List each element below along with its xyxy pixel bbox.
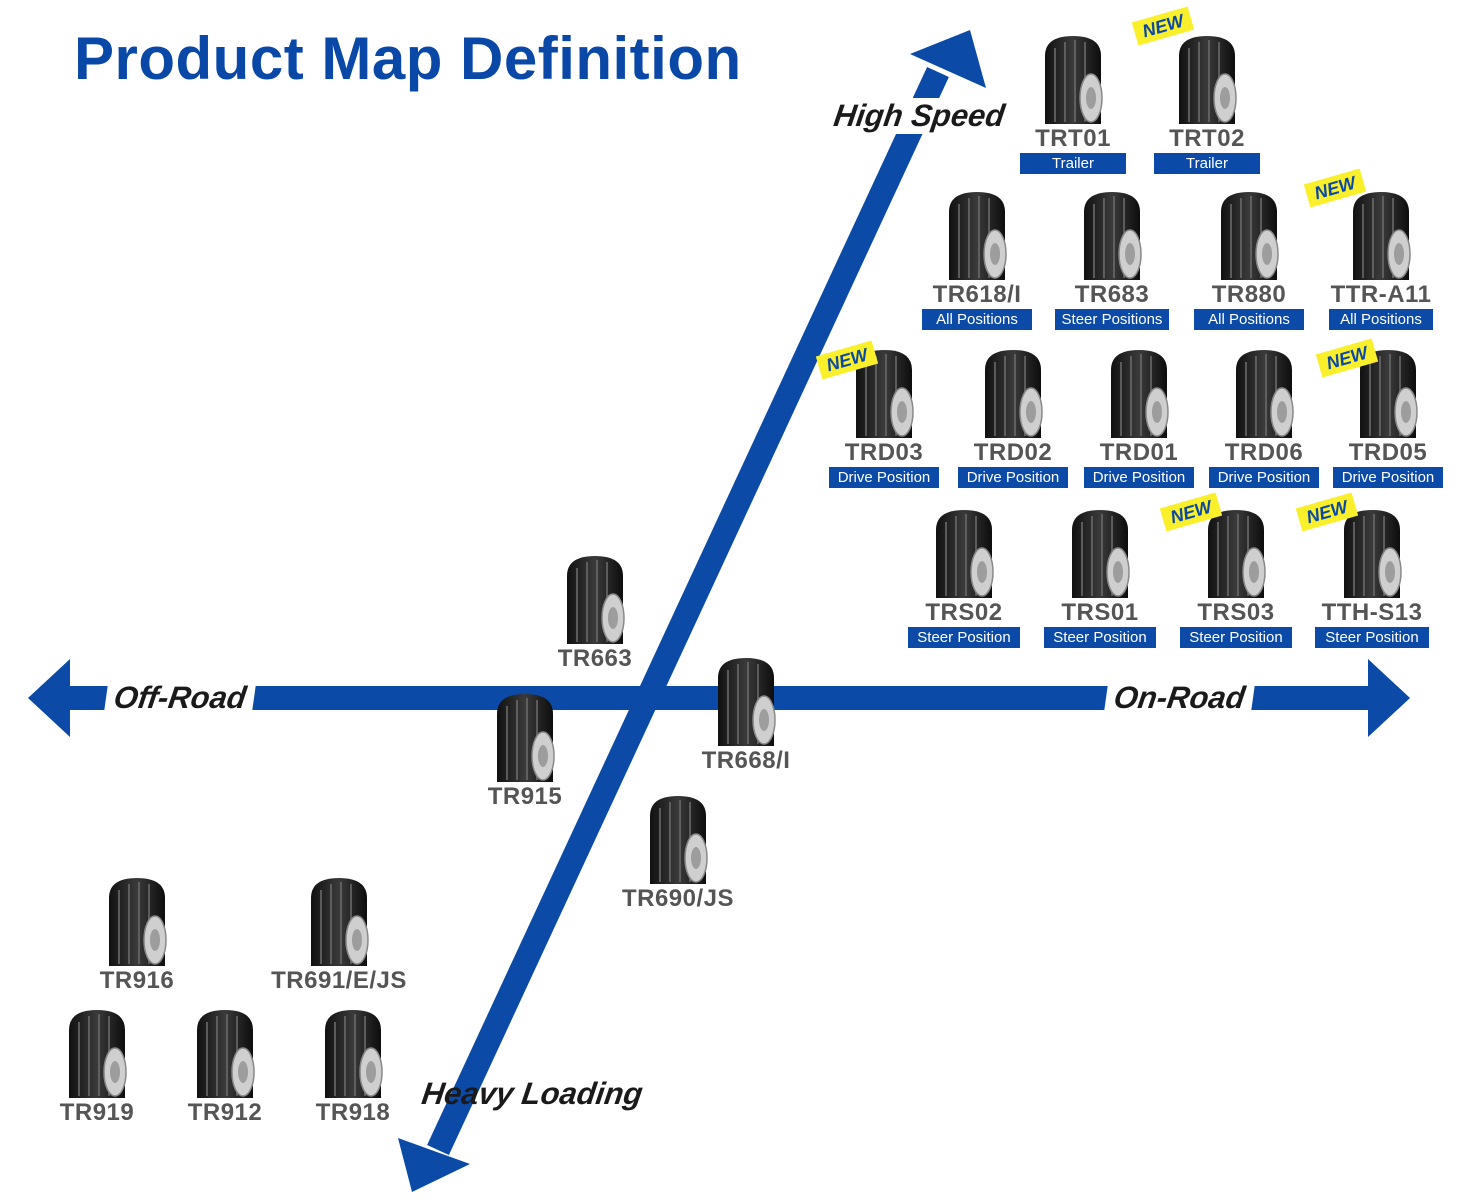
- product-code: TRD05: [1348, 439, 1428, 466]
- position-tag: Steer Positions: [1055, 309, 1169, 330]
- product-tile[interactable]: TR683 Steer Positions: [1055, 190, 1169, 330]
- axis-label-high-speed: High Speed: [823, 98, 1016, 134]
- product-code: TR668/I: [701, 747, 791, 774]
- product-code: TRD06: [1224, 439, 1304, 466]
- product-code: TRD03: [844, 439, 924, 466]
- position-tag: All Positions: [922, 309, 1032, 330]
- tire-icon: [86, 876, 188, 968]
- product-tile[interactable]: TR691/E/JS: [254, 876, 424, 994]
- position-tag: All Positions: [1194, 309, 1304, 330]
- position-tag: Drive Position: [1333, 467, 1443, 488]
- product-code: TR916: [99, 967, 175, 994]
- heavy-loading-arrowhead: [398, 1138, 470, 1192]
- product-tile[interactable]: TRD01 Drive Position: [1084, 348, 1194, 488]
- position-tag: Drive Position: [1209, 467, 1319, 488]
- product-tile[interactable]: TR668/I: [690, 656, 802, 774]
- product-code: TTH-S13: [1321, 599, 1423, 626]
- axis-label-on-road: On-Road: [1103, 680, 1256, 716]
- tire-icon: [1209, 348, 1319, 440]
- tire-icon: [1333, 348, 1443, 440]
- product-code: TR919: [59, 1099, 135, 1126]
- tire-icon: [1308, 508, 1436, 600]
- product-code: TRS03: [1197, 599, 1275, 626]
- product-tile[interactable]: TR915: [474, 692, 576, 810]
- diagonal-axis: [398, 30, 986, 1192]
- tire-icon: [474, 692, 576, 784]
- product-code: TRD02: [973, 439, 1053, 466]
- position-tag: Trailer: [1154, 153, 1260, 174]
- product-code: TR915: [487, 783, 563, 810]
- tire-icon: [829, 348, 939, 440]
- page-title: Product Map Definition: [74, 25, 742, 92]
- tire-icon: [1055, 190, 1169, 282]
- product-code: TR683: [1074, 281, 1150, 308]
- tire-icon: [176, 1008, 274, 1100]
- product-tile[interactable]: TTH-S13 Steer Position: [1308, 508, 1436, 648]
- product-code: TR690/JS: [621, 885, 735, 912]
- product-tile[interactable]: TRS01 Steer Position: [1044, 508, 1156, 648]
- product-tile[interactable]: TR663: [544, 554, 646, 672]
- position-tag: Steer Position: [1315, 627, 1429, 648]
- position-tag: Steer Position: [1180, 627, 1292, 648]
- product-tile[interactable]: TRD06 Drive Position: [1209, 348, 1319, 488]
- product-code: TRD01: [1099, 439, 1179, 466]
- tire-icon: [304, 1008, 402, 1100]
- product-tile[interactable]: TR690/JS: [608, 794, 748, 912]
- product-code: TRT02: [1169, 125, 1245, 152]
- product-code: TR618/I: [932, 281, 1022, 308]
- tire-icon: [1020, 34, 1126, 126]
- product-tile[interactable]: TRS02 Steer Position: [908, 508, 1020, 648]
- product-tile[interactable]: TR880 All Positions: [1194, 190, 1304, 330]
- product-code: TTR-A11: [1330, 281, 1432, 308]
- axis-label-off-road: Off-Road: [103, 680, 257, 716]
- product-tile[interactable]: TR618/I All Positions: [922, 190, 1032, 330]
- product-tile[interactable]: TR919: [48, 1008, 146, 1126]
- on-road-arrowhead: [1368, 659, 1410, 737]
- tire-icon: [254, 876, 424, 968]
- product-tile[interactable]: TR916: [86, 876, 188, 994]
- product-tile[interactable]: TR918: [304, 1008, 402, 1126]
- tire-icon: [1154, 34, 1260, 126]
- axis-label-heavy-loading: Heavy Loading: [419, 1076, 646, 1111]
- tire-icon: [1044, 508, 1156, 600]
- product-code: TRT01: [1035, 125, 1111, 152]
- product-tile[interactable]: TRD03 Drive Position: [829, 348, 939, 488]
- product-code: TR880: [1211, 281, 1287, 308]
- tire-icon: [958, 348, 1068, 440]
- product-code: TRS01: [1061, 599, 1139, 626]
- product-tile[interactable]: TRT01 Trailer: [1020, 34, 1126, 174]
- tire-icon: [1180, 508, 1292, 600]
- tire-icon: [690, 656, 802, 748]
- product-code: TR663: [557, 645, 633, 672]
- tire-icon: [48, 1008, 146, 1100]
- tire-icon: [922, 190, 1032, 282]
- product-code: TR691/E/JS: [271, 967, 407, 994]
- product-tile[interactable]: TRD02 Drive Position: [958, 348, 1068, 488]
- position-tag: Trailer: [1020, 153, 1126, 174]
- position-tag: Steer Position: [908, 627, 1020, 648]
- tire-icon: [1194, 190, 1304, 282]
- high-speed-arrowhead: [910, 30, 986, 88]
- product-tile[interactable]: TRT02 Trailer: [1154, 34, 1260, 174]
- product-tile[interactable]: TR912: [176, 1008, 274, 1126]
- tire-icon: [908, 508, 1020, 600]
- product-tile[interactable]: TRD05 Drive Position: [1333, 348, 1443, 488]
- product-code: TR918: [315, 1099, 391, 1126]
- product-code: TRS02: [925, 599, 1003, 626]
- product-tile[interactable]: TTR-A11 All Positions: [1318, 190, 1444, 330]
- position-tag: All Positions: [1329, 309, 1433, 330]
- product-tile[interactable]: TRS03 Steer Position: [1180, 508, 1292, 648]
- position-tag: Drive Position: [958, 467, 1068, 488]
- off-road-arrowhead: [28, 659, 70, 737]
- tire-icon: [608, 794, 748, 886]
- position-tag: Steer Position: [1044, 627, 1156, 648]
- tire-icon: [1318, 190, 1444, 282]
- product-code: TR912: [187, 1099, 263, 1126]
- tire-icon: [1084, 348, 1194, 440]
- tire-icon: [544, 554, 646, 646]
- position-tag: Drive Position: [1084, 467, 1194, 488]
- position-tag: Drive Position: [829, 467, 939, 488]
